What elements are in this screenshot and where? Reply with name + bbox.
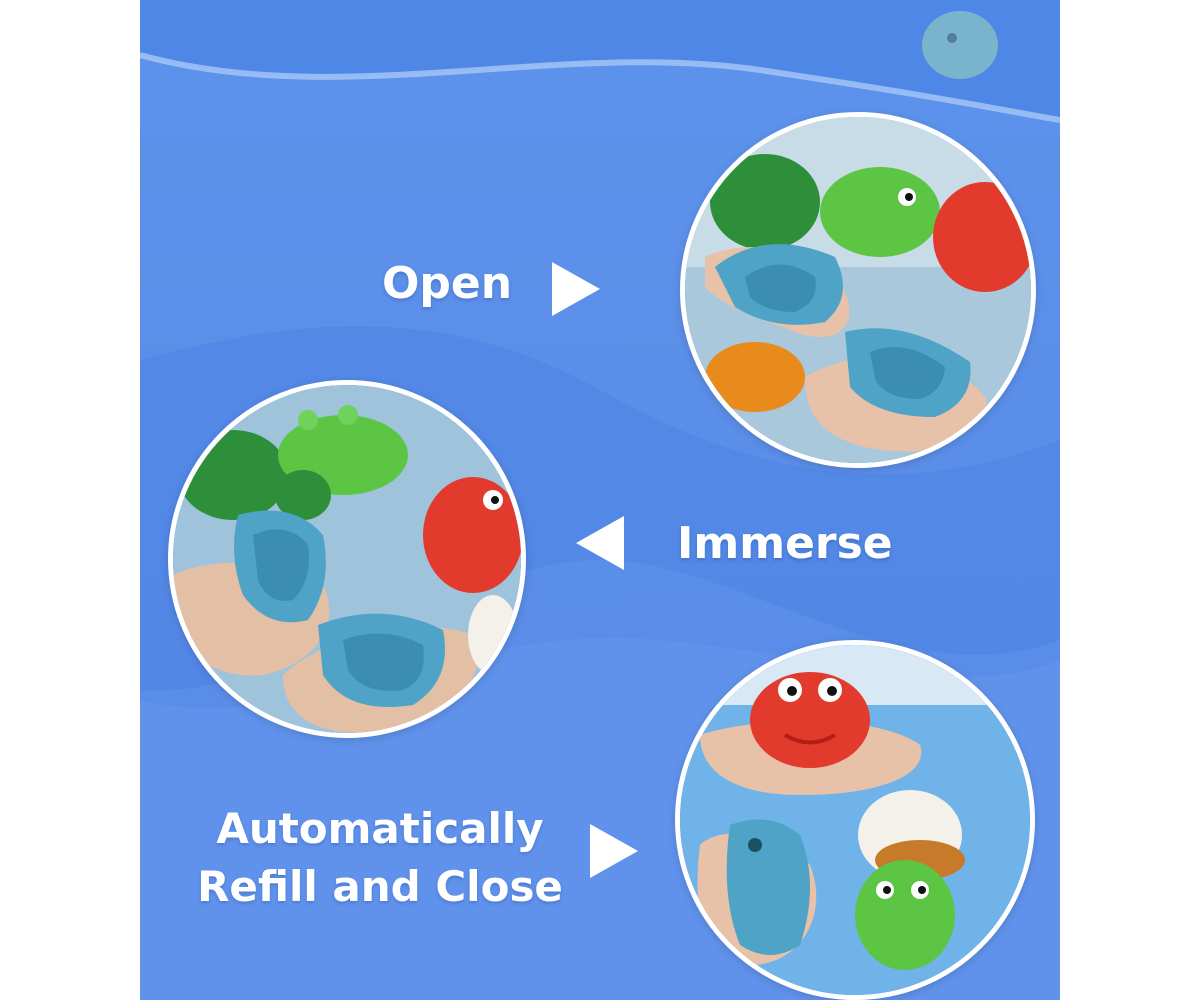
step-open-label: Open — [382, 258, 513, 309]
photo-refilled-toys — [675, 640, 1035, 1000]
triangle-left-icon — [576, 516, 624, 570]
step-refill-line-1: Automatically — [216, 804, 544, 853]
step-refill-line-2: Refill and Close — [197, 862, 563, 911]
photo-open-molds — [680, 112, 1036, 468]
photo-immerse-molds — [168, 380, 526, 738]
step-immerse-label: Immerse — [677, 518, 893, 569]
step-refill-label: Automatically Refill and Close — [180, 800, 580, 916]
triangle-right-icon — [552, 262, 600, 316]
instruction-panel: Open — [140, 0, 1060, 1000]
triangle-right-icon — [590, 824, 638, 878]
